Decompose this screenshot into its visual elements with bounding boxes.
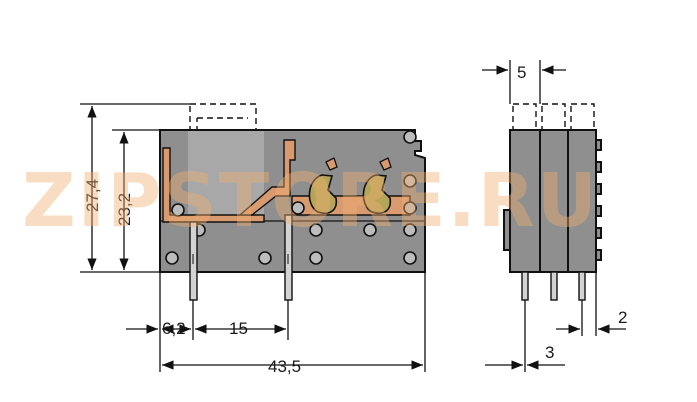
side-view	[503, 103, 602, 301]
mount-hole	[403, 251, 417, 265]
dim-pin-width: 2	[618, 308, 627, 327]
side-lever-outline	[570, 103, 595, 131]
module-2	[539, 129, 569, 273]
pin-centerlines	[192, 254, 289, 266]
mount-hole	[258, 251, 272, 265]
dim-offset-pin: 6,2	[162, 319, 186, 338]
watermark-text: ZIPSTORE.RU	[22, 158, 599, 244]
clamp-spring-2	[362, 174, 392, 214]
spring-tab-1	[325, 157, 338, 171]
side-lever-outline	[512, 103, 537, 131]
dim-length-total: 43,5	[268, 357, 301, 376]
mount-hole	[309, 223, 323, 237]
spring-tab-2	[379, 157, 392, 171]
mount-hole	[363, 223, 377, 237]
front-view	[159, 103, 426, 301]
module-3	[567, 129, 597, 273]
dim-pitch-pin: 15	[229, 319, 248, 338]
mount-hole	[165, 251, 179, 265]
dim-height-body: 23,2	[115, 193, 134, 226]
mount-hole	[403, 201, 417, 215]
lever-contact	[238, 139, 296, 216]
side-lever-outline	[541, 103, 566, 131]
dim-pin-offset: 3	[545, 343, 554, 362]
side-pin	[578, 271, 586, 301]
mount-hole	[403, 223, 417, 237]
side-pin	[521, 271, 529, 301]
side-latch	[503, 209, 511, 251]
clamp-spring-1	[308, 174, 338, 214]
mount-hole	[403, 130, 417, 144]
dim-height-total: 27,4	[83, 179, 102, 212]
lever-open-outline	[189, 103, 257, 153]
mount-hole	[403, 174, 417, 188]
front-dimensions: 27,4 23,2 6,2 15 43,5	[80, 103, 426, 376]
mount-hole	[171, 203, 185, 217]
busbar-left	[162, 147, 265, 223]
mount-hole	[309, 251, 323, 265]
side-dimensions: 5 2 3	[482, 60, 627, 372]
side-pin	[550, 271, 558, 301]
dim-pitch-module: 5	[517, 63, 526, 82]
mount-hole	[291, 201, 305, 215]
